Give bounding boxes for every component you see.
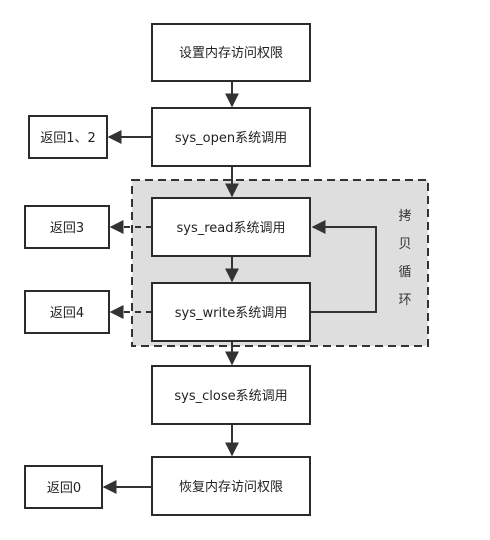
sys-open-box: sys_open系统调用 [151, 107, 311, 167]
restore-memory-access-box: 恢复内存访问权限 [151, 456, 311, 516]
sys-close-box: sys_close系统调用 [151, 365, 311, 425]
return-3-label: 返回3 [50, 221, 84, 236]
copy-loop-label-char-1: 拷 [398, 209, 411, 224]
set-memory-access-box: 设置内存访问权限 [151, 23, 311, 82]
return-4-box: 返回4 [24, 290, 110, 334]
return-3-box: 返回3 [24, 205, 110, 249]
connectors [102, 81, 377, 494]
return-12-label: 返回1、2 [40, 131, 96, 146]
sys-read-box: sys_read系统调用 [151, 197, 311, 257]
sys-write-label: sys_write系统调用 [175, 306, 287, 321]
arrow-write-loop-back-to-read [310, 220, 377, 313]
copy-loop-label-char-3: 循 [398, 265, 411, 280]
sys-write-box: sys_write系统调用 [151, 282, 311, 342]
return-12-box: 返回1、2 [28, 115, 108, 159]
copy-loop-label: 拷 贝 循 环 [398, 209, 411, 308]
return-4-label: 返回4 [50, 306, 84, 321]
copy-loop-label-char-2: 贝 [398, 237, 411, 252]
set-memory-access-label: 设置内存访问权限 [179, 45, 283, 61]
restore-memory-access-label: 恢复内存访问权限 [179, 479, 283, 495]
return-0-label: 返回0 [47, 481, 81, 496]
sys-read-label: sys_read系统调用 [176, 221, 285, 236]
return-0-box: 返回0 [24, 465, 103, 509]
sys-close-label: sys_close系统调用 [174, 389, 287, 404]
copy-loop-label-char-4: 环 [398, 293, 411, 308]
sys-open-label: sys_open系统调用 [175, 131, 287, 146]
